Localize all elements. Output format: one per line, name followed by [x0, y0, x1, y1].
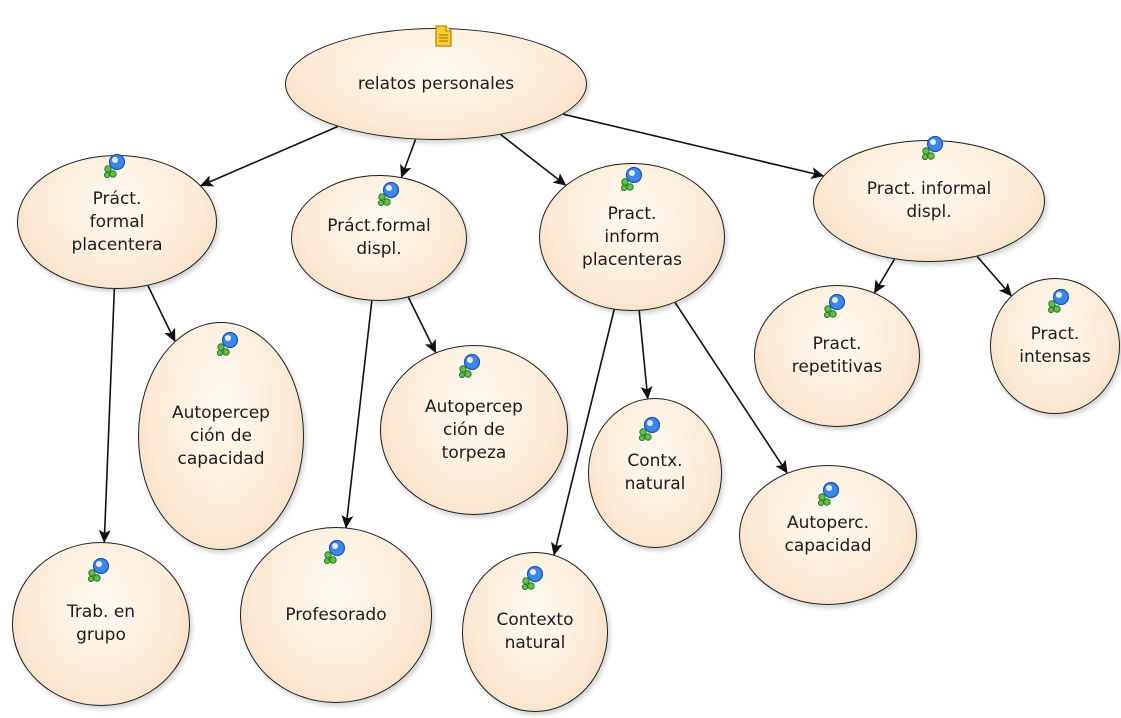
network-globe-icon: [323, 539, 346, 564]
network-globe-icon: [817, 481, 840, 506]
node-label: Autopercep ción de torpeza: [425, 396, 523, 463]
network-globe-icon: [216, 331, 239, 356]
node-label: Pract. inform placenteras: [582, 203, 682, 270]
arrow-n3-to-n11: [674, 302, 788, 474]
network-globe-icon: [103, 153, 126, 178]
network-globe-icon: [921, 135, 944, 160]
network-globe-icon: [1047, 288, 1070, 313]
arrow-root-to-n1: [200, 125, 339, 187]
node-pract-informal-displ[interactable]: Pract. informal displ.: [813, 140, 1045, 262]
node-label: Autoperc. capacidad: [784, 513, 872, 556]
arrow-root-to-n3: [500, 133, 567, 186]
arrow-root-to-n2: [400, 139, 417, 179]
arrow-n3-to-n9: [638, 310, 653, 400]
arrow-n1-to-n6: [98, 288, 116, 544]
node-label: Trab. en grupo: [66, 602, 136, 645]
arrow-root-to-n4: [563, 113, 825, 179]
arrow-n4-to-n12: [873, 258, 896, 294]
node-autopercepcion-capacidad[interactable]: Autopercep ción de capacidad: [138, 322, 304, 550]
arrow-n2-to-n8: [341, 300, 373, 529]
arrow-n2-to-n7: [407, 297, 437, 354]
node-pract-formal-placentera[interactable]: Práct. formal placentera: [17, 155, 217, 289]
node-label: relatos personales: [357, 73, 515, 94]
node-label: Pract. informal displ.: [866, 179, 992, 222]
root-node-relatos-personales[interactable]: relatos personales: [285, 28, 587, 140]
network-globe-icon: [823, 293, 846, 318]
arrow-n1-to-n5: [147, 285, 176, 343]
node-label: Práct.formal displ.: [327, 216, 431, 259]
node-label: Contexto natural: [496, 610, 574, 653]
node-label: Pract. repetitivas: [791, 334, 883, 377]
arrow-n3-to-n10: [551, 309, 615, 556]
node-profesorado[interactable]: Profesorado: [240, 527, 432, 703]
network-globe-icon: [620, 166, 643, 191]
arrow-n4-to-n13: [976, 255, 1012, 297]
node-label: Autopercep ción de capacidad: [172, 402, 270, 469]
network-globe-icon: [521, 565, 544, 590]
node-label: Contx. natural: [624, 451, 686, 494]
network-globe-icon: [458, 353, 481, 378]
network-globe-icon: [87, 557, 110, 582]
network-globe-icon: [638, 416, 661, 441]
node-label: Pract. intensas: [1019, 324, 1091, 367]
node-autopercepcion-torpeza[interactable]: Autopercep ción de torpeza: [380, 345, 568, 515]
network-globe-icon: [377, 181, 400, 206]
node-label: Práct. formal placentera: [71, 188, 163, 255]
node-label: Profesorado: [285, 604, 387, 625]
document-icon: [435, 25, 452, 47]
